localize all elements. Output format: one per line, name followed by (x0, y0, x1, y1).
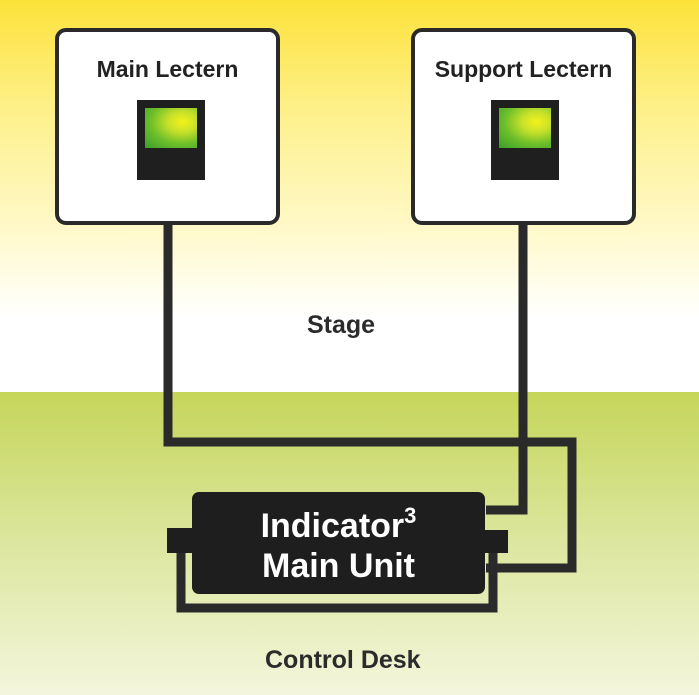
main-lectern-title: Main Lectern (96, 56, 239, 82)
support-lectern-box: Support Lectern (411, 28, 636, 225)
control-desk-label: Control Desk (265, 646, 421, 674)
unit-name: Indicator3 (192, 503, 485, 546)
unit-name-text: Indicator (260, 507, 405, 545)
green-indicator-lamp-icon (137, 100, 205, 180)
unit-subtitle: Main Unit (262, 547, 415, 585)
main-lectern-box: Main Lectern (55, 28, 280, 225)
lamp-face (499, 108, 551, 148)
port-loop-cable (176, 530, 498, 613)
indicator-main-unit: Indicator3 Main Unit (192, 492, 485, 594)
stage-label: Stage (307, 311, 376, 339)
main-lectern-cable (163, 172, 577, 573)
support-lectern-title: Support Lectern (434, 56, 613, 82)
support-lectern-cable (486, 172, 528, 515)
lamp-face (145, 108, 197, 148)
green-indicator-lamp-icon (491, 100, 559, 180)
unit-name-superscript: 3 (404, 503, 417, 528)
